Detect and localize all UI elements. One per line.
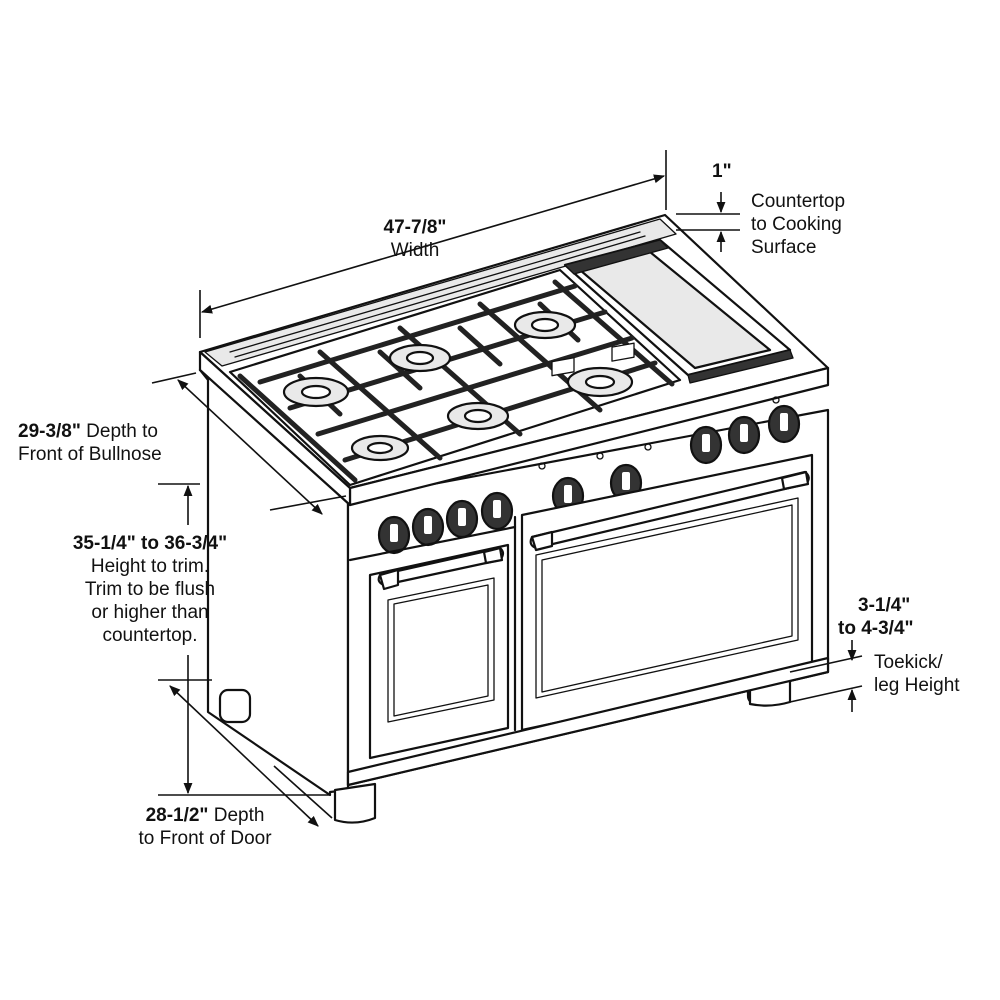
control-panel [538,342,780,470]
toekick-line2: leg Height [874,675,960,696]
height-value: 35-1/4" to 36-3/4" [72,533,228,554]
knob-7 [689,425,723,465]
knob-4 [480,491,514,531]
knob-8 [727,415,761,455]
height-line4: countertop. [102,625,198,646]
bullnose-extension-top [151,372,197,384]
front-leg-left [333,782,377,824]
large-oven-door [520,453,814,732]
width-label: 47-7/8" Width [360,216,470,262]
countertop-extension [676,213,740,231]
width-text: Width [390,240,440,261]
countertop-value: 1" [712,161,732,182]
height-line1: Height to trim. [90,556,210,577]
depth-door-suffix: Depth [208,805,265,826]
toekick-value1: 3-1/4" [858,595,911,616]
toekick-value-label: 3-1/4" to 4-3/4" [838,594,914,640]
toekick-plinth [346,656,830,787]
toekick-extension-bottom [789,685,863,703]
width-value: 47-7/8" [383,217,447,238]
depth-door-line2: to Front of Door [138,828,272,849]
rear-leg-left [218,688,252,724]
knob-3 [445,499,479,539]
countertop-label: Countertop to Cooking Surface [751,190,845,259]
depth-door-value: 28-1/2" [145,805,209,826]
depth-bullnose-line2: Front of Bullnose [18,444,162,465]
dimension-lines [151,150,863,827]
small-oven-door [368,543,510,760]
knob-9 [767,404,801,444]
countertop-line1: Countertop [751,191,846,212]
depth-bullnose-label: 29-3/8" Depth to Front of Bullnose [18,420,162,466]
toekick-line1: Toekick/ [874,652,943,673]
door-dimension-line [169,685,319,827]
countertop-line3: Surface [751,237,817,258]
bullnose-dimension-line [177,379,323,515]
display-left [551,357,575,377]
countertop-line2: to Cooking [751,214,842,235]
toekick-label: Toekick/ leg Height [874,651,960,697]
range-illustration [198,213,830,824]
display-right [611,342,635,362]
height-line3: or higher than [91,602,209,623]
height-label: 35-1/4" to 36-3/4" Height to trim. Trim … [30,532,270,647]
toekick-value2: to 4-3/4" [838,618,914,639]
knob-1 [377,515,411,555]
depth-bullnose-value: 29-3/8" [18,421,81,442]
knob-2 [411,507,445,547]
width-dimension-line [200,174,666,314]
depth-bullnose-suffix: Depth to [80,421,158,442]
height-line2: Trim to be flush [84,579,216,600]
countertop-value-label: 1" [712,160,732,183]
depth-door-label: 28-1/2" Depth to Front of Door [100,804,310,850]
